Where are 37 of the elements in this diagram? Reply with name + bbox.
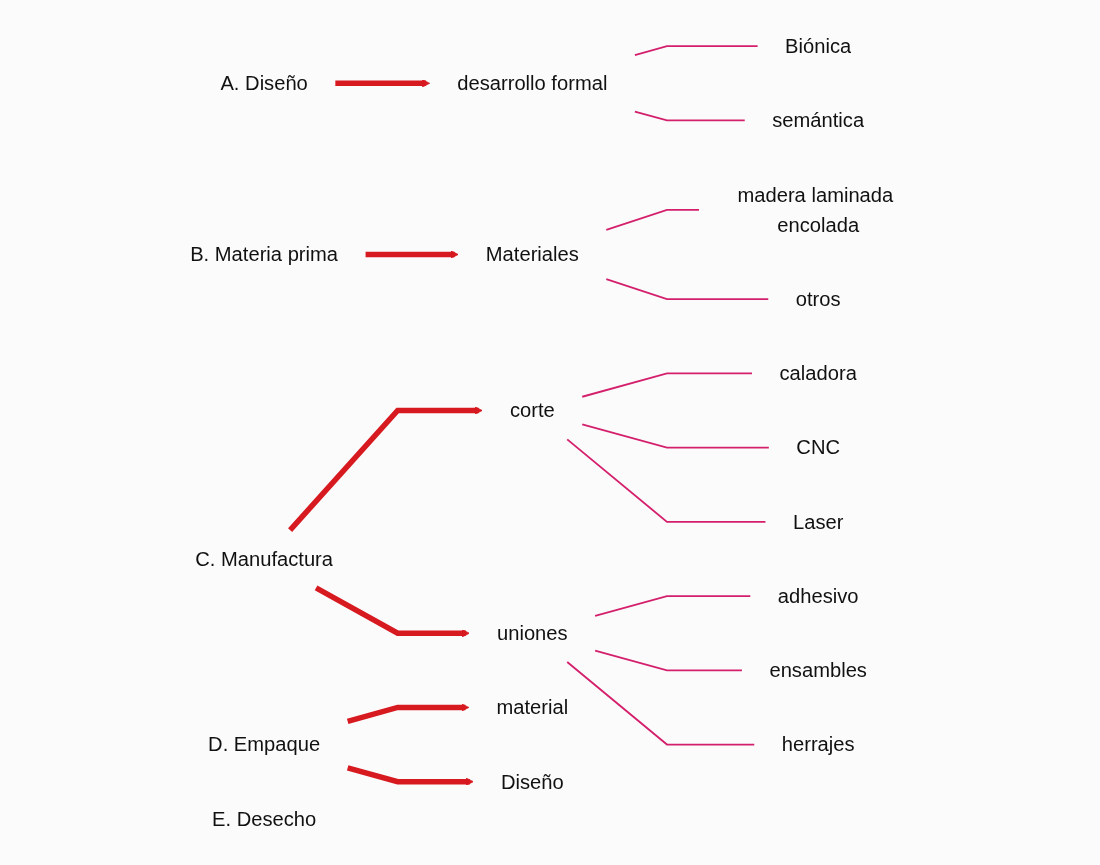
node-text: Materiales <box>485 243 579 266</box>
connector <box>605 208 700 231</box>
node-text: semántica <box>772 108 865 132</box>
node-text: uniones <box>496 621 568 645</box>
connector <box>594 649 743 672</box>
node-text: corte <box>509 399 555 422</box>
arrow <box>365 250 459 259</box>
connector <box>633 45 759 56</box>
node-text: Diseño <box>500 770 564 794</box>
node-text: adhesivo <box>777 584 859 608</box>
node-text: D. Empaque <box>208 733 321 757</box>
connector <box>605 278 770 301</box>
connector <box>581 372 753 398</box>
arrow <box>314 585 470 638</box>
node-text: B. Materia prima <box>190 243 339 266</box>
node-text: desarrollo formal <box>457 71 608 95</box>
node-text: Laser <box>792 510 844 534</box>
node-text: material <box>496 695 569 719</box>
connector <box>581 423 770 449</box>
arrow <box>335 79 431 88</box>
node-text: A. Diseño <box>220 71 308 95</box>
arrow <box>288 406 483 532</box>
node-text: E. Desecho <box>212 807 317 831</box>
node-text: herrajes <box>781 733 855 757</box>
connector <box>566 438 767 523</box>
connector <box>566 661 756 746</box>
node-text: ensambles <box>769 658 867 682</box>
node-text: caladora <box>779 361 857 385</box>
arrow <box>346 765 474 786</box>
node-text: Biónica <box>785 34 852 58</box>
connector <box>633 110 746 122</box>
arrow <box>346 703 470 724</box>
connector <box>594 595 752 617</box>
node-text: madera laminada encolada <box>737 183 894 237</box>
node-text: CNC <box>796 436 841 460</box>
node-text: otros <box>795 287 841 311</box>
node-text: C. Manufactura <box>195 547 334 571</box>
